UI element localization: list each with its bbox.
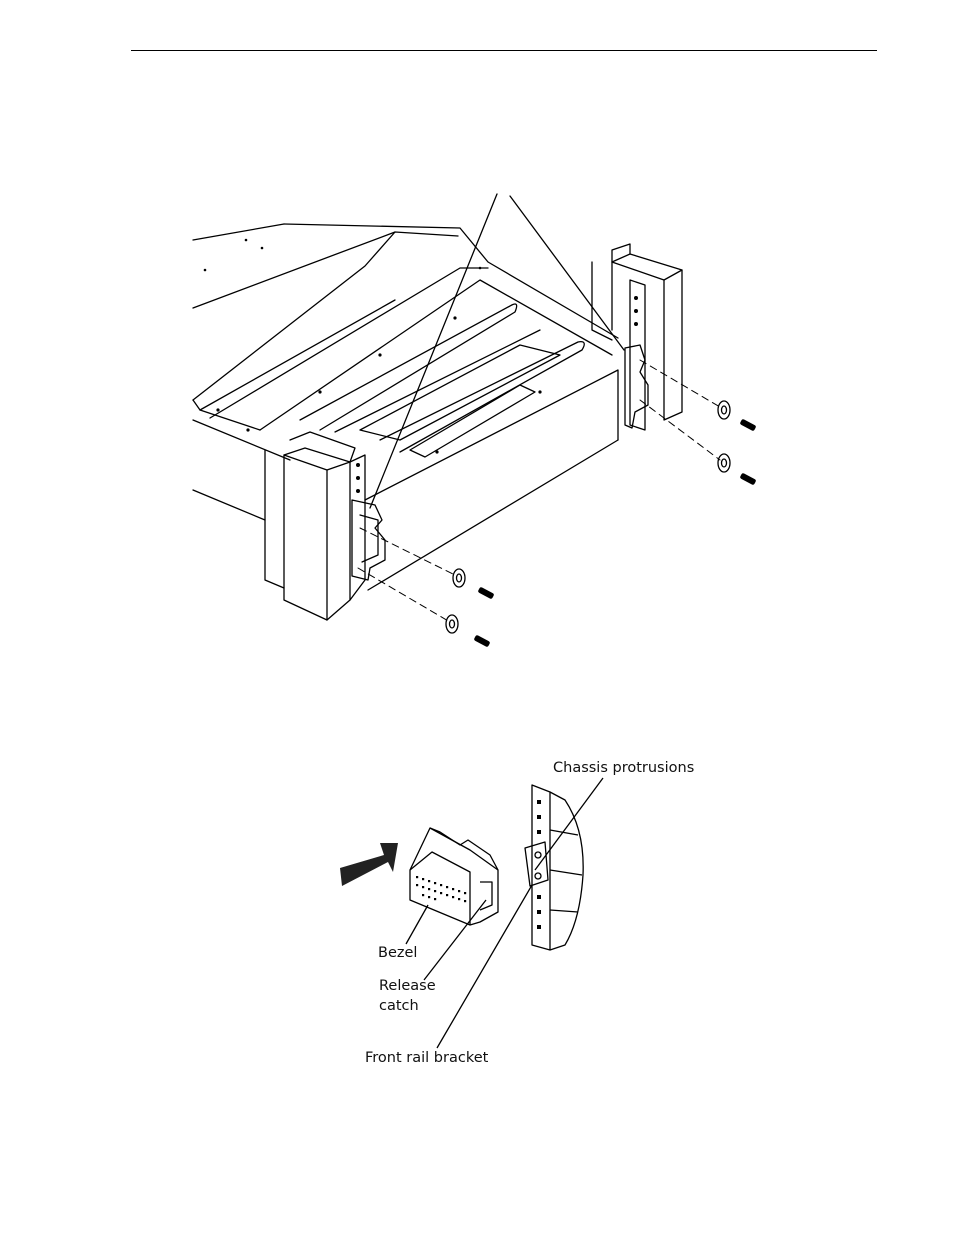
- label-chassis-protrusions: Chassis protrusions: [553, 758, 694, 778]
- label-front-rail-bracket: Front rail bracket: [365, 1048, 488, 1068]
- leader-line: [406, 905, 428, 944]
- leader-line: [535, 778, 603, 870]
- insert-arrow-icon: [340, 843, 398, 886]
- label-bezel: Bezel: [378, 943, 417, 963]
- leader-line: [424, 900, 486, 980]
- leader-line: [437, 885, 532, 1048]
- bezel: [410, 828, 498, 925]
- label-release-catch-line1: Release: [379, 976, 436, 996]
- front-rail-bracket: [525, 842, 548, 886]
- label-release-catch-line2: catch: [379, 996, 419, 1016]
- bezel-vents: [416, 876, 466, 902]
